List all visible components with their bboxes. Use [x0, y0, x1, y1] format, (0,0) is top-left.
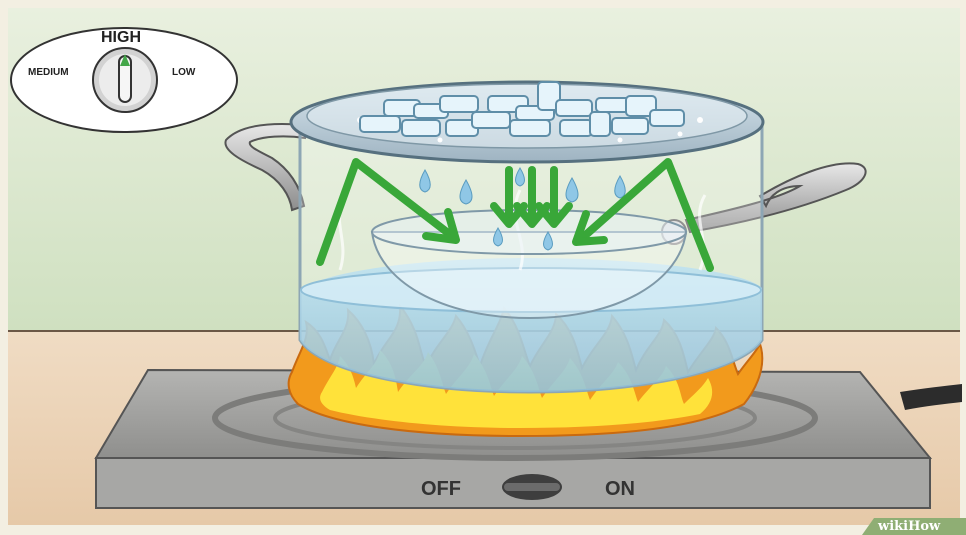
- stove-off-label: OFF: [421, 478, 461, 501]
- dial-low-label: LOW: [172, 67, 195, 78]
- dial-high-label: HIGH: [101, 29, 141, 47]
- watermark-text: wikiHow: [878, 519, 940, 534]
- stove-knob[interactable]: [502, 474, 562, 500]
- stove-on-label: ON: [605, 478, 635, 501]
- dial-medium-label: MEDIUM: [28, 67, 69, 78]
